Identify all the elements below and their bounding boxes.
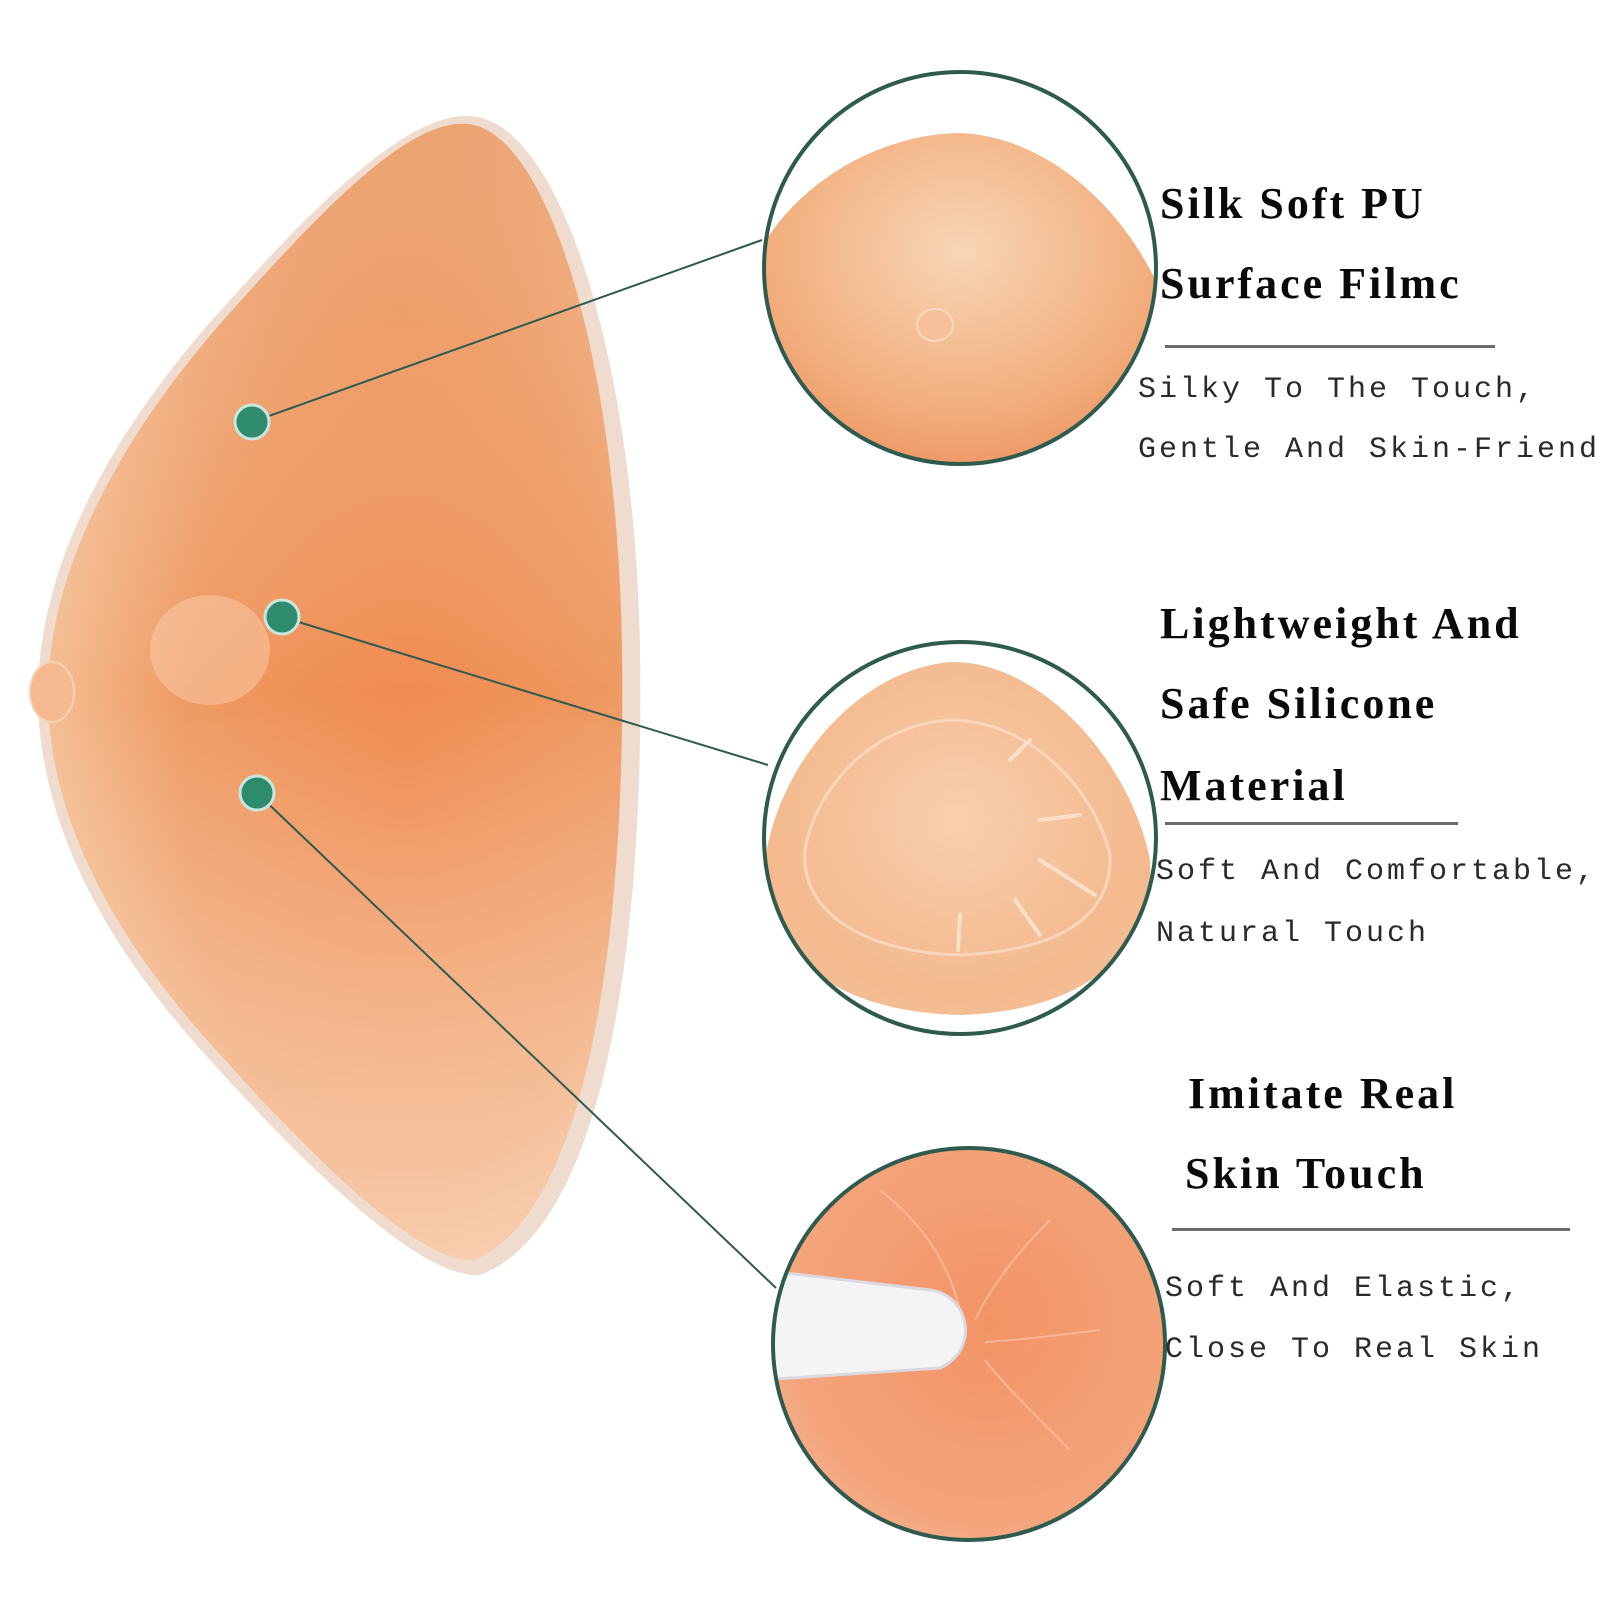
- feature-description-line: Soft And Elastic,: [1165, 1272, 1523, 1306]
- feature-title-line: Surface Filmc: [1160, 259, 1462, 308]
- feature-description-line: Soft And Comfortable,: [1156, 855, 1598, 889]
- divider: [1165, 822, 1458, 825]
- feature-description-line: Natural Touch: [1156, 917, 1430, 951]
- marker-dot-1: [233, 403, 271, 441]
- nipple: [29, 661, 75, 723]
- connector-line-3: [256, 792, 777, 1289]
- feature-description-line: Silky To The Touch,: [1138, 373, 1538, 407]
- detail-circle-surface: [762, 70, 1158, 466]
- feature-title-line: Skin Touch: [1185, 1149, 1427, 1198]
- breast-form-image: [29, 115, 641, 1276]
- connector-line-2: [281, 616, 769, 766]
- connector-line-1: [251, 239, 763, 423]
- feature-description-line: Gentle And Skin-Friendly: [1138, 433, 1601, 467]
- feature-title-line: Lightweight And: [1160, 599, 1522, 648]
- divider: [1165, 345, 1495, 348]
- feature-description-line: Close To Real Skin: [1165, 1333, 1544, 1367]
- areola-highlight: [150, 595, 270, 705]
- marker-dot-2: [263, 598, 301, 636]
- feature-title-line: Safe Silicone: [1160, 679, 1438, 728]
- breast-form-shading: [47, 123, 623, 1261]
- feature-title-line: Material: [1160, 761, 1348, 810]
- detail-circle-material: [762, 640, 1158, 1036]
- marker-dot-3: [238, 774, 276, 812]
- feature-title-line: Imitate Real: [1188, 1069, 1458, 1118]
- feature-title-line: Silk Soft PU: [1160, 179, 1426, 228]
- detail-circle-touch: [771, 1146, 1167, 1542]
- divider: [1172, 1228, 1570, 1231]
- finger-cloth: [773, 1268, 967, 1382]
